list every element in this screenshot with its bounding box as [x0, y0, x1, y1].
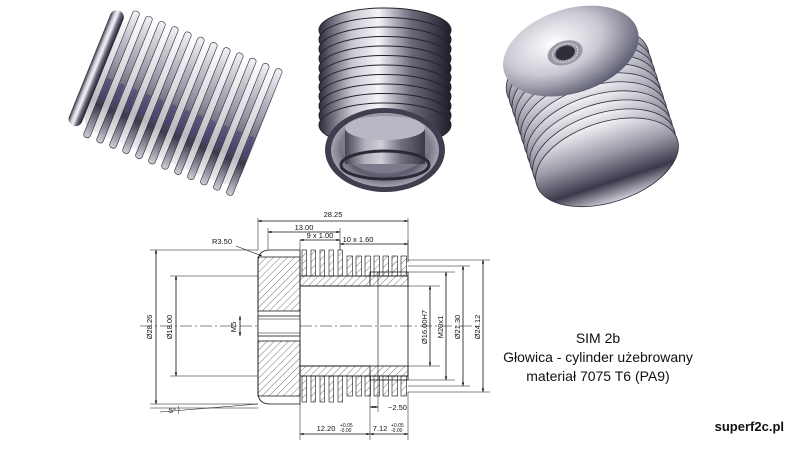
m5-hole [257, 315, 301, 337]
dim-depth-2-tol-plus: +0.05 [391, 423, 404, 429]
dim-large-fins: 10 x 1.60 [343, 235, 374, 244]
dim-dia-21: Ø21.30 [453, 315, 462, 340]
fin-reflection [137, 93, 151, 117]
dim-depth-1: 12.20 [317, 424, 336, 433]
title-code: SIM 2b [576, 330, 621, 346]
fin-section [391, 255, 398, 277]
fin-stack-left [83, 10, 283, 196]
fin [109, 21, 166, 149]
section-head-hatch-lower [257, 340, 301, 397]
dim-dia-inner-left: Ø18.00 [165, 315, 174, 340]
dim-thread-bore: M20x1 [436, 316, 445, 339]
fin [83, 10, 140, 139]
dim-undercut: ~2.50 [388, 403, 407, 412]
fin-section [346, 255, 353, 277]
fin-section [328, 249, 334, 277]
fin-reflection [202, 119, 216, 143]
fin-reflection [125, 88, 138, 111]
dim-depth-1-tol-minus: -0.00 [340, 428, 352, 434]
render-side-fins [68, 10, 283, 196]
fin [96, 15, 153, 144]
title-name: Głowica - cylinder użebrowany [503, 349, 693, 365]
fin-section [337, 375, 343, 403]
fin [135, 31, 192, 160]
fin-section [319, 249, 325, 277]
fin-section [328, 375, 334, 403]
fin [226, 68, 283, 196]
fin-section [391, 375, 398, 397]
fin-section [400, 255, 407, 277]
dim-radius: R3.50 [212, 237, 232, 246]
dim-overall-length: 28.25 [324, 210, 343, 219]
dim-fins-span: 13.00 [295, 223, 314, 232]
fin-section [301, 249, 307, 277]
fin-reflection [215, 125, 229, 148]
section-outline-left [257, 249, 301, 405]
dim-depth-2: 7.12 [373, 424, 388, 433]
render-bore [318, 7, 452, 192]
fin-section [382, 255, 389, 277]
fin-section [337, 249, 343, 277]
fin [174, 47, 231, 175]
render-threaded-top [503, 5, 679, 208]
fin-reflection [150, 99, 164, 122]
fin-reflection [189, 114, 203, 138]
fin-ring [535, 117, 679, 208]
dim-chamfer: 5° [169, 406, 176, 415]
dim-bore: Ø16.00H7 [420, 310, 429, 344]
fin-reflection [112, 83, 125, 106]
fin [148, 36, 205, 165]
wall-hatch-bottom [299, 365, 409, 377]
title-block: SIM 2b Głowica - cylinder użebrowany mat… [503, 330, 693, 384]
fin-section [373, 375, 380, 397]
fin-reflection [163, 104, 177, 127]
dimension-labels: 28.25 13.00 9 x 1.00 10 x 1.60 R3.50 Ø28… [145, 210, 482, 434]
fin-section [310, 249, 316, 277]
fin [122, 26, 179, 154]
title-material: materiał 7075 T6 (PA9) [526, 368, 669, 384]
fin [200, 57, 257, 186]
fin [213, 63, 270, 191]
fin [187, 52, 244, 181]
fin-reflection [228, 130, 242, 153]
dim-dia-outer-left: Ø28.26 [145, 315, 154, 340]
fin-section [355, 375, 362, 397]
fin-reflection [176, 109, 190, 132]
fin-section [346, 375, 353, 397]
section-head-hatch [257, 256, 301, 312]
section-drawing [140, 218, 490, 440]
bore-outline [300, 271, 409, 381]
fin-reflection [241, 135, 255, 158]
fin-section [310, 375, 316, 403]
fin-section [382, 375, 389, 397]
brand-watermark: superf2c.pl [715, 419, 784, 434]
wall-hatch-top [299, 275, 409, 287]
dim-thread-hole: M5 [229, 322, 238, 332]
dim-depth-1-tol-plus: +0.05 [340, 423, 353, 429]
fin [161, 42, 218, 170]
fin-section [400, 375, 407, 397]
dim-dia-24: Ø24.12 [473, 315, 482, 340]
fin-section [373, 255, 380, 277]
fin-section [301, 375, 307, 403]
radius-leader [235, 245, 263, 257]
fin-section [355, 255, 362, 277]
fins-section-bottom [301, 375, 407, 403]
fin-section [319, 375, 325, 403]
dim-depth-2-tol-minus: -0.00 [391, 428, 403, 434]
fin-reflection [99, 78, 112, 101]
dim-small-fins: 9 x 1.00 [307, 231, 334, 240]
